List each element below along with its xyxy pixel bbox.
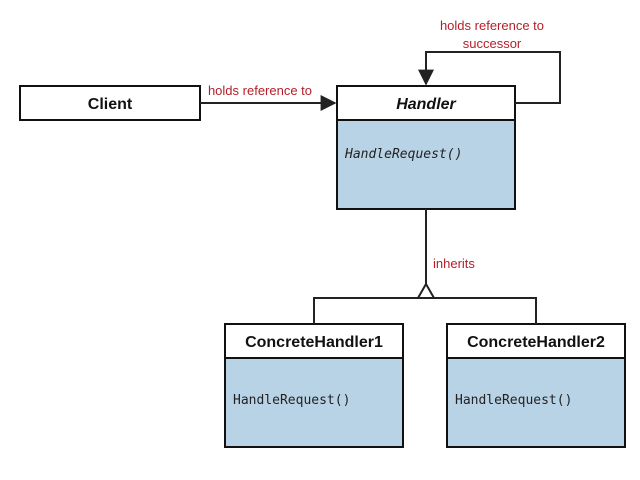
concrete-handler1-box: ConcreteHandler1 HandleRequest() (224, 323, 404, 448)
concrete-handler2-method-compartment (446, 357, 626, 448)
successor-arrow (418, 51, 561, 104)
client-handler-label: holds reference to (208, 83, 312, 98)
concrete-handler2-title: ConcreteHandler2 (467, 334, 605, 351)
concrete-handler1-title: ConcreteHandler1 (245, 334, 383, 351)
successor-label-line2: successor (463, 36, 522, 51)
concrete-handler1-method: HandleRequest() (233, 393, 350, 408)
handler-title: Handler (396, 96, 456, 113)
concrete-handler2-title-compartment (446, 323, 626, 359)
handler-method-compartment (336, 119, 516, 210)
inheritance-lines (313, 209, 537, 324)
client-title: Client (88, 96, 133, 113)
inherits-label: inherits (433, 256, 475, 271)
handler-box: Handler HandleRequest() (336, 85, 516, 210)
client-box-frame (19, 85, 201, 121)
concrete-handler2-box: ConcreteHandler2 HandleRequest() (446, 323, 626, 448)
successor-label-line1: holds reference to (440, 18, 544, 33)
inheritance-triangle (416, 281, 436, 299)
handler-title-compartment (336, 85, 516, 121)
handler-method: HandleRequest() (344, 147, 462, 162)
concrete-handler1-title-compartment (224, 323, 404, 359)
concrete-handler2-method: HandleRequest() (455, 393, 572, 408)
client-box: Client (19, 85, 201, 121)
